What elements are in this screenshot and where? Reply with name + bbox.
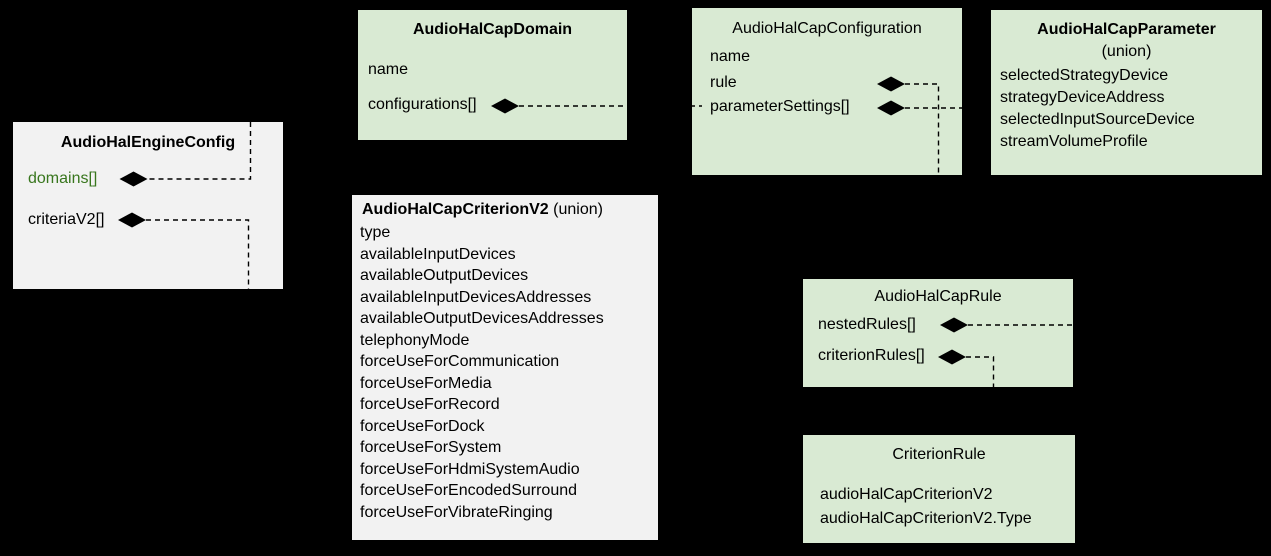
class-title-criterionrule: CriterionRule bbox=[892, 446, 986, 463]
class-title-text: AudioHalCapCriterionV2 bbox=[362, 201, 549, 218]
field-parametersettings: parameterSettings[] bbox=[710, 98, 850, 115]
class-title-audiohalcapcriterionv2: AudioHalCapCriterionV2 (union) bbox=[362, 200, 603, 220]
field-list: type availableInputDevices availableOutp… bbox=[360, 222, 604, 523]
class-box-audiohalcapcriterionv2: AudioHalCapCriterionV2 (union) type avai… bbox=[352, 195, 658, 540]
field-audiohalcapcriterionv2-type: audioHalCapCriterionV2.Type bbox=[820, 510, 1032, 527]
field-name: name bbox=[710, 48, 751, 65]
field-criteriav2: criteriaV2[] bbox=[28, 211, 105, 228]
field-selectedinputsourcedevice: selectedInputSourceDevice bbox=[1000, 111, 1195, 128]
field-audiohalcapcriterionv2: audioHalCapCriterionV2 bbox=[820, 486, 993, 503]
class-box-audiohalcapconfiguration: AudioHalCapConfiguration name rule param… bbox=[692, 8, 962, 175]
field-forceusefordock: forceUseForDock bbox=[360, 417, 485, 435]
class-title-audiohalcapparameter: AudioHalCapParameter bbox=[1037, 21, 1216, 38]
class-box-audiohalcapdomain: AudioHalCapDomain name configurations[] bbox=[358, 10, 627, 140]
field-list: selectedStrategyDevice strategyDeviceAdd… bbox=[1000, 65, 1195, 153]
field-forceuseformedia: forceUseForMedia bbox=[360, 374, 492, 392]
field-selectedstrategydevice: selectedStrategyDevice bbox=[1000, 67, 1169, 84]
class-title-audiohalcapconfiguration: AudioHalCapConfiguration bbox=[732, 20, 922, 37]
field-type: type bbox=[360, 224, 391, 241]
field-forceuseforcommunication: forceUseForCommunication bbox=[360, 353, 560, 370]
class-box-audiohalengineconfig: AudioHalEngineConfig domains[] criteriaV… bbox=[13, 122, 283, 289]
class-title-union-suffix: (union) bbox=[548, 201, 603, 218]
class-subtitle-union: (union) bbox=[1101, 43, 1152, 60]
field-availableinputdevices: availableInputDevices bbox=[360, 245, 516, 263]
field-availableoutputdevicesaddresses: availableOutputDevicesAddresses bbox=[360, 310, 604, 327]
class-box-criterionrule: CriterionRule audioHalCapCriterionV2 aud… bbox=[803, 435, 1075, 543]
field-telephonymode: telephonyMode bbox=[360, 331, 470, 349]
field-criterionrules: criterionRules[] bbox=[818, 347, 925, 364]
field-availableoutputdevices: availableOutputDevices bbox=[360, 267, 529, 284]
field-domains: domains[] bbox=[28, 170, 98, 187]
field-forceuseforrecord: forceUseForRecord bbox=[360, 396, 500, 413]
field-streamvolumeprofile: streamVolumeProfile bbox=[1000, 133, 1148, 150]
class-box-audiohalcaprule: AudioHalCapRule nestedRules[] criterionR… bbox=[803, 279, 1073, 387]
class-box-audiohalcapparameter: AudioHalCapParameter (union) selectedStr… bbox=[991, 10, 1262, 175]
field-configurations: configurations[] bbox=[368, 96, 477, 113]
field-forceuseforvibrateringing: forceUseForVibrateRinging bbox=[360, 503, 553, 521]
class-title-audiohalcaprule: AudioHalCapRule bbox=[874, 288, 1002, 305]
field-forceuseforencodedsurround: forceUseForEncodedSurround bbox=[360, 482, 578, 499]
class-title-audiohalengineconfig: AudioHalEngineConfig bbox=[60, 134, 236, 151]
class-title-audiohalcapdomain: AudioHalCapDomain bbox=[412, 21, 573, 38]
field-forceuseforhdmisystemaudio: forceUseForHdmiSystemAudio bbox=[360, 460, 580, 478]
field-nestedrules: nestedRules[] bbox=[818, 316, 916, 333]
field-availableinputdevicesaddresses: availableInputDevicesAddresses bbox=[360, 288, 592, 306]
field-name: name bbox=[368, 61, 409, 78]
field-strategydeviceaddress: strategyDeviceAddress bbox=[1000, 89, 1165, 106]
field-forceuseforsystem: forceUseForSystem bbox=[360, 439, 502, 456]
field-rule: rule bbox=[710, 74, 737, 91]
